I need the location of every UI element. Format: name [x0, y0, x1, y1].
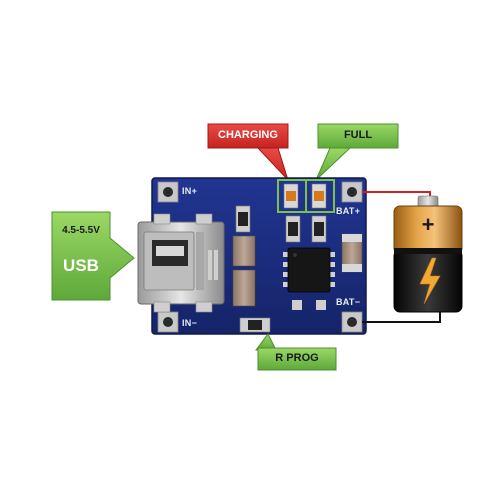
- capacitor-bottom: [232, 269, 256, 307]
- charging-led: [283, 183, 299, 209]
- full-label: FULL: [343, 129, 373, 141]
- in-minus-label: IN−: [182, 318, 198, 328]
- rprog-resistor: [239, 317, 271, 333]
- bat-minus-label: BAT−: [336, 297, 361, 307]
- battery: [393, 195, 463, 313]
- input-callout-arrow: [51, 211, 135, 301]
- rprog-label: R PROG: [275, 352, 319, 364]
- pcb-board: [137, 177, 367, 335]
- rprog-callout: [255, 333, 337, 371]
- capacitor-right: [341, 233, 363, 273]
- resistor-led-a: [285, 215, 301, 243]
- bat-plus-label: BAT+: [336, 206, 361, 216]
- capacitor-top: [232, 235, 256, 267]
- lightning-bolt-icon: [419, 257, 441, 305]
- full-led: [311, 183, 327, 209]
- mounting-pad-bat-minus: [341, 311, 363, 333]
- usb-label: USB: [63, 256, 99, 275]
- negative-wire: [362, 310, 441, 323]
- mounting-pad-bottom-left: [157, 311, 179, 333]
- mini-usb-connector[interactable]: [137, 213, 225, 313]
- full-callout: [315, 123, 399, 181]
- solder-pads: [292, 300, 326, 310]
- mounting-pad-bat-plus: [341, 181, 363, 203]
- charging-label: CHARGING: [218, 129, 278, 141]
- led-indicators: [277, 179, 335, 213]
- charging-callout: [207, 123, 289, 181]
- mounting-pad-top-left: [157, 181, 179, 203]
- battery-plus-symbol: +: [421, 212, 435, 237]
- in-plus-label: IN+: [182, 186, 198, 196]
- resistor-led-b: [311, 215, 327, 243]
- resistor-top: [235, 205, 251, 233]
- voltage-label: 4.5-5.5V: [62, 225, 100, 236]
- charger-ic-chip: [283, 247, 335, 293]
